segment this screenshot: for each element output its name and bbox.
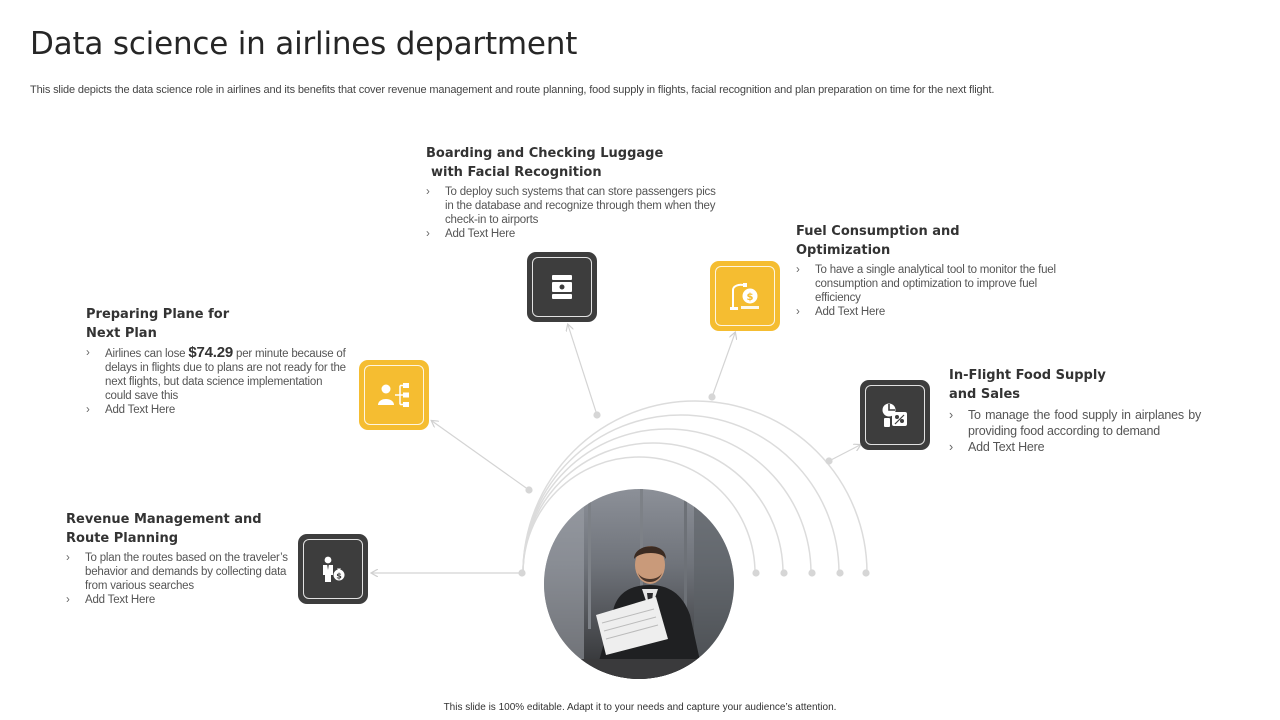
dot-food (825, 457, 833, 465)
food-tray-icon (882, 403, 907, 427)
food-bullet-1: To manage the food supply in airplanes b… (949, 407, 1201, 439)
preparing-bullet-2: Add Text Here (86, 403, 346, 417)
revenue-bullet-2: Add Text Here (66, 593, 294, 607)
connector-fuel (711, 333, 735, 398)
dot-arc-end-4 (836, 569, 844, 577)
delay-cost-amount: $74.29 (188, 344, 234, 361)
dot-arc-end-5 (862, 569, 870, 577)
arc-5 (522, 400, 868, 574)
connector-food (828, 445, 860, 462)
revenue-block: Revenue Management and Route Planning To… (66, 510, 294, 607)
arc-2 (522, 442, 784, 574)
businessman-money-bag-icon: $ (323, 556, 345, 582)
user-network-icon (378, 383, 409, 407)
fuel-bullet-2: Add Text Here (796, 305, 1066, 319)
preparing-block: Preparing Plane for Next Plan Airlines c… (86, 305, 346, 417)
revenue-icon-button[interactable]: $ (298, 534, 368, 604)
fuel-block: Fuel Consumption and Optimization To hav… (796, 222, 1066, 319)
svg-text:$: $ (747, 292, 754, 303)
boarding-bullet-2: Add Text Here (426, 227, 726, 241)
preparing-title: Preparing Plane for Next Plan (86, 307, 230, 341)
fuel-title: Fuel Consumption and Optimization (796, 224, 960, 258)
dot-arc-end-2 (780, 569, 788, 577)
connector-preparing (432, 421, 530, 491)
food-title: In-Flight Food Supply and Sales (949, 368, 1106, 402)
food-block: In-Flight Food Supply and Sales To manag… (949, 366, 1201, 455)
slide-footer: This slide is 100% editable. Adapt it to… (443, 702, 837, 713)
preparing-bullet-1: Airlines can lose $74.29 per minute beca… (86, 344, 346, 403)
dot-arc-end-1 (752, 569, 760, 577)
arc-4 (522, 414, 840, 574)
food-icon-button[interactable] (860, 380, 930, 450)
luggage-icon (552, 275, 572, 299)
dot-preparing (525, 486, 533, 494)
arc-3 (522, 428, 812, 574)
dot-fuel (708, 393, 716, 401)
boarding-bullet-1: To deploy such systems that can store pa… (426, 185, 726, 227)
dot-boarding (593, 411, 601, 419)
slide-title: Data science in airlines department (30, 26, 578, 62)
boarding-icon-button[interactable] (527, 252, 597, 322)
connector-boarding (568, 325, 598, 416)
food-bullet-2: Add Text Here (949, 439, 1201, 455)
dot-revenue (518, 569, 526, 577)
fuel-dollar-icon: $ (730, 283, 759, 310)
revenue-bullet-1: To plan the routes based on the traveler… (66, 551, 294, 593)
dot-arc-end-3 (808, 569, 816, 577)
arc-1 (522, 456, 756, 574)
preparing-icon-button[interactable] (359, 360, 429, 430)
boarding-title: Boarding and Checking Luggage with Facia… (426, 146, 664, 180)
boarding-block: Boarding and Checking Luggage with Facia… (426, 144, 726, 241)
slide-subtitle: This slide depicts the data science role… (30, 84, 995, 96)
fuel-bullet-1: To have a single analytical tool to moni… (796, 263, 1066, 305)
businessman-reading-photo (544, 489, 734, 679)
fuel-icon-button[interactable]: $ (710, 261, 780, 331)
revenue-title: Revenue Management and Route Planning (66, 512, 262, 546)
svg-text:$: $ (336, 571, 342, 580)
